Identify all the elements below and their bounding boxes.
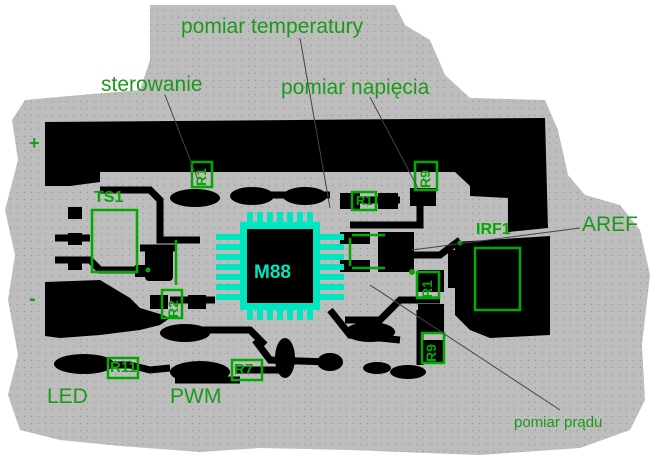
label-pomiar-temperatury: pomiar temperatury (181, 15, 364, 38)
r11-label: R11 (110, 359, 137, 376)
r2-label: R2 (165, 300, 181, 318)
irf1-label: IRF1 (476, 221, 511, 238)
chip-m88 (216, 212, 344, 320)
label-led: LED (47, 385, 88, 408)
label-minus: - (29, 288, 36, 310)
copper-pads (54, 187, 510, 383)
copper-top-pour (45, 118, 548, 232)
r9-bottom-label: R9 (423, 344, 439, 362)
silkscreen-outlines (90, 160, 522, 382)
r-vert-label: R1 (419, 280, 435, 298)
chip-label: M88 (254, 262, 291, 283)
ts1-label: TS1 (94, 189, 124, 206)
label-aref: AREF (582, 213, 639, 236)
r9-top-label: R9 (417, 170, 433, 188)
label-pomiar-pradu: pomiar prądu (514, 414, 603, 431)
r-small-label: R1 (356, 193, 373, 208)
leader-lines (164, 37, 581, 411)
label-pomiar-napiecia: pomiar napięcia (281, 76, 430, 99)
label-pwm: PWM (170, 385, 222, 408)
r7-label: R7 (234, 361, 254, 378)
copper-bottom-pour (45, 280, 170, 338)
label-plus: + (29, 133, 40, 153)
board-outline (5, 5, 650, 455)
r1-top-label: R1 (193, 168, 209, 186)
label-sterowanie: sterowanie (101, 73, 203, 96)
